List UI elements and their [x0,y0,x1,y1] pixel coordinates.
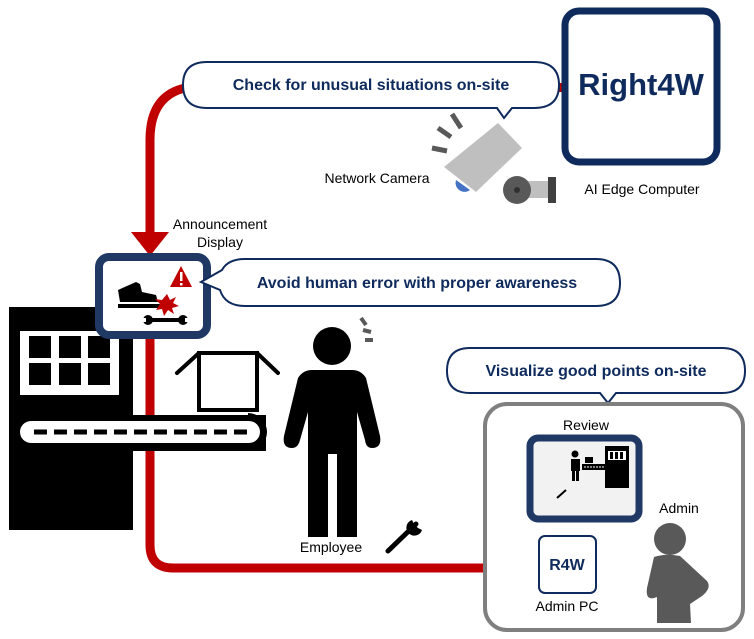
warning-icon [170,266,192,287]
display-label-line1: Announcement [173,216,267,232]
bubble-avoid: Avoid human error with proper awareness [198,258,622,307]
employee-icon [283,316,381,537]
wrench-icon [141,315,190,325]
bubble-check: Check for unusual situations on-site [181,61,561,120]
factory-machine-icon [9,307,267,530]
review-label: Review [563,417,610,433]
boot-icon [118,282,160,308]
pc-brand: R4W [549,557,585,574]
admin-icon [646,523,709,623]
bubble-visualize-text: Visualize good points on-site [485,363,706,380]
review-screen [526,434,643,523]
edge-computer-label: AI Edge Computer [584,181,700,197]
admin-pc-label: Admin PC [535,598,598,614]
impact-burst-icon [155,294,179,316]
wrench-icon [385,520,422,554]
display-label-line2: Display [197,234,243,250]
bubble-avoid-text: Avoid human error with proper awareness [257,275,577,292]
employee-label: Employee [300,539,362,555]
bubble-check-text: Check for unusual situations on-site [233,77,510,94]
bubble-visualize: Visualize good points on-site [445,347,747,405]
admin-pc: R4W [538,535,597,594]
admin-label: Admin [659,500,699,516]
camera-label: Network Camera [324,170,429,186]
ai-edge-computer: Right4W [561,7,721,166]
box-icon [175,351,280,412]
edge-brand: Right4W [578,67,704,102]
network-camera-icon [431,112,556,204]
announcement-display [95,253,211,339]
